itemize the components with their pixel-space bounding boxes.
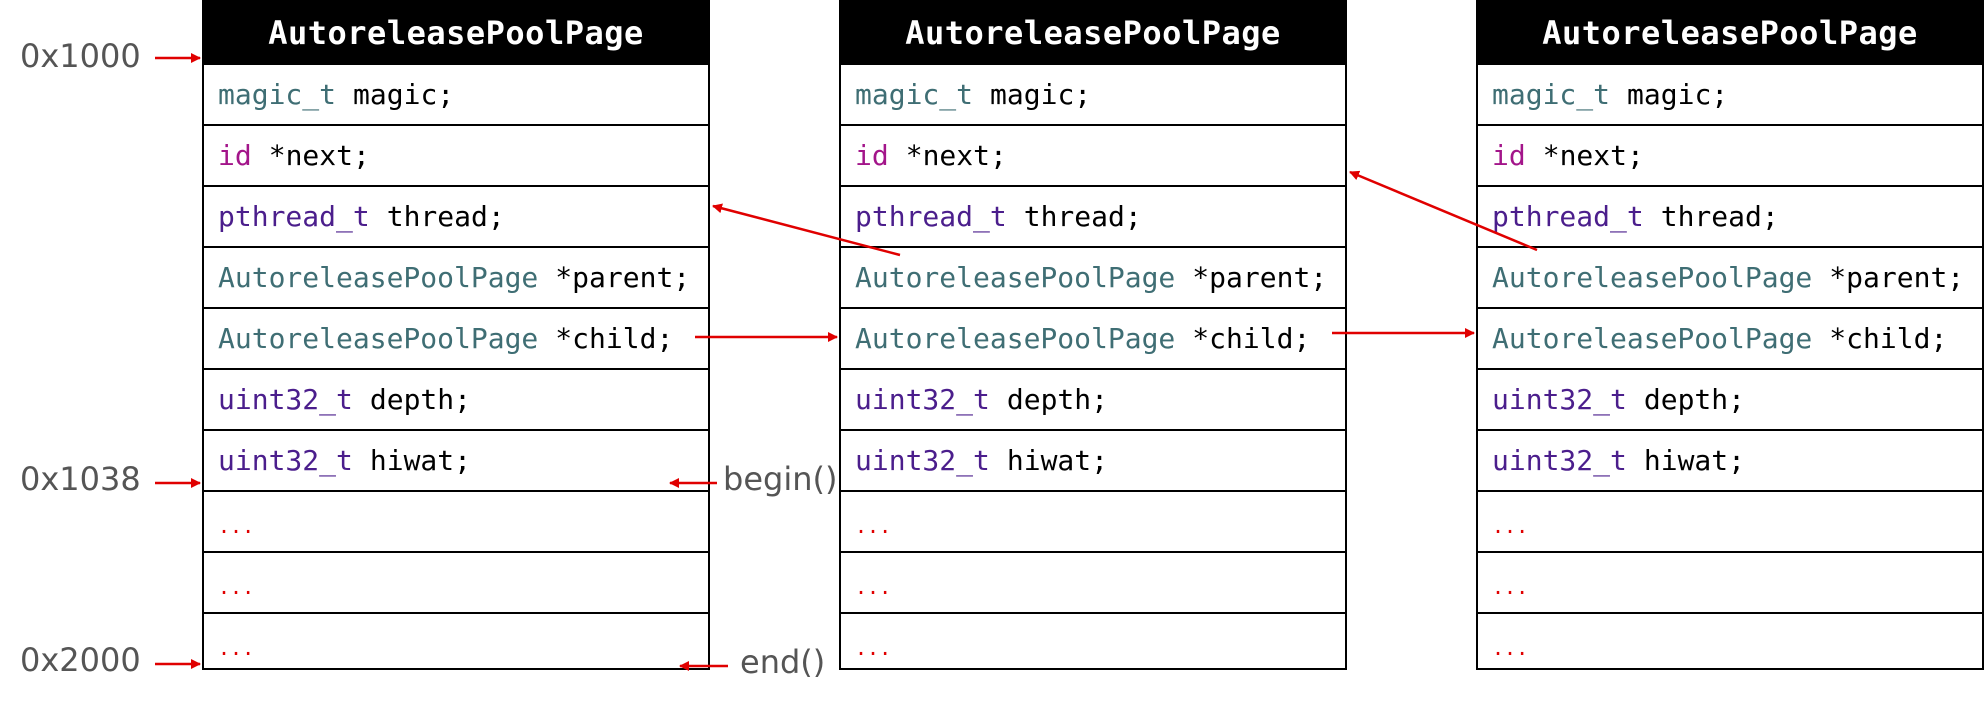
field-name: magic; [990, 78, 1092, 111]
object-slot: ... [204, 612, 708, 673]
object-slot: ... [841, 551, 1345, 612]
page-header: AutoreleasePoolPage [204, 2, 708, 63]
field-name: *parent; [1829, 261, 1965, 294]
field-depth: uint32_t depth; [204, 368, 708, 429]
field-type: AutoreleasePoolPage [218, 322, 539, 355]
page-header: AutoreleasePoolPage [1478, 2, 1982, 63]
address-label-end: 0x2000 [20, 641, 141, 679]
field-magic: magic_t magic; [1478, 63, 1982, 124]
object-slot: ... [841, 612, 1345, 673]
field-type: pthread_t [218, 200, 370, 233]
field-type: uint32_t [1492, 383, 1627, 416]
object-slot: ... [1478, 551, 1982, 612]
field-child: AutoreleasePoolPage *child; [1478, 307, 1982, 368]
field-name: hiwat; [1643, 444, 1746, 477]
begin-label: begin() [723, 460, 838, 498]
field-type: AutoreleasePoolPage [1492, 261, 1813, 294]
field-hiwat: uint32_t hiwat; [204, 429, 708, 490]
field-name: *next; [1542, 139, 1644, 172]
field-type: uint32_t [218, 383, 353, 416]
field-child: AutoreleasePoolPage *child; [204, 307, 708, 368]
slot-ellipsis: ... [1492, 635, 1529, 660]
object-slot: ... [1478, 490, 1982, 551]
field-type: magic_t [855, 78, 974, 111]
field-type: magic_t [218, 78, 337, 111]
field-type: AutoreleasePoolPage [218, 261, 539, 294]
field-depth: uint32_t depth; [841, 368, 1345, 429]
field-type: AutoreleasePoolPage [1492, 322, 1813, 355]
address-label-start: 0x1000 [20, 37, 141, 75]
field-type: uint32_t [855, 444, 990, 477]
field-type: pthread_t [855, 200, 1007, 233]
page-2: AutoreleasePoolPage magic_t magic; id *nex… [839, 0, 1347, 670]
field-name: thread; [1023, 200, 1142, 233]
field-name: *child; [1192, 322, 1311, 355]
field-type: uint32_t [855, 383, 990, 416]
page-header: AutoreleasePoolPage [841, 2, 1345, 63]
field-type: AutoreleasePoolPage [855, 322, 1176, 355]
field-name: *next; [905, 139, 1007, 172]
field-magic: magic_t magic; [841, 63, 1345, 124]
field-thread: pthread_t thread; [841, 185, 1345, 246]
field-type: id [855, 139, 889, 172]
field-name: hiwat; [369, 444, 472, 477]
field-name: thread; [386, 200, 505, 233]
field-next: id *next; [1478, 124, 1982, 185]
field-magic: magic_t magic; [204, 63, 708, 124]
field-child: AutoreleasePoolPage *child; [841, 307, 1345, 368]
field-name: *parent; [1192, 261, 1328, 294]
field-thread: pthread_t thread; [204, 185, 708, 246]
field-type: uint32_t [218, 444, 353, 477]
field-next: id *next; [841, 124, 1345, 185]
field-name: depth; [369, 383, 472, 416]
field-name: *child; [1829, 322, 1948, 355]
page-3: AutoreleasePoolPage magic_t magic; id *nex… [1476, 0, 1984, 670]
field-parent: AutoreleasePoolPage *parent; [841, 246, 1345, 307]
field-next: id *next; [204, 124, 708, 185]
slot-ellipsis: ... [855, 513, 892, 538]
field-name: depth; [1006, 383, 1109, 416]
field-name: magic; [353, 78, 455, 111]
field-parent: AutoreleasePoolPage *parent; [1478, 246, 1982, 307]
field-name: magic; [1627, 78, 1729, 111]
object-slot: ... [1478, 612, 1982, 673]
slot-ellipsis: ... [1492, 574, 1529, 599]
field-name: thread; [1660, 200, 1779, 233]
field-depth: uint32_t depth; [1478, 368, 1982, 429]
object-slot: ... [204, 490, 708, 551]
field-type: magic_t [1492, 78, 1611, 111]
field-type: id [1492, 139, 1526, 172]
field-parent: AutoreleasePoolPage *parent; [204, 246, 708, 307]
field-type: id [218, 139, 252, 172]
object-slot: ... [841, 490, 1345, 551]
slot-ellipsis: ... [218, 513, 255, 538]
field-name: *parent; [555, 261, 691, 294]
slot-ellipsis: ... [855, 635, 892, 660]
field-type: pthread_t [1492, 200, 1644, 233]
field-name: hiwat; [1006, 444, 1109, 477]
field-type: AutoreleasePoolPage [855, 261, 1176, 294]
address-label-begin: 0x1038 [20, 460, 141, 498]
field-thread: pthread_t thread; [1478, 185, 1982, 246]
object-slot: ... [204, 551, 708, 612]
field-name: depth; [1643, 383, 1746, 416]
end-label: end() [740, 643, 826, 681]
slot-ellipsis: ... [1492, 513, 1529, 538]
slot-ellipsis: ... [218, 574, 255, 599]
slot-ellipsis: ... [855, 574, 892, 599]
page-1: AutoreleasePoolPage magic_t magic; id *nex… [202, 0, 710, 670]
slot-ellipsis: ... [218, 635, 255, 660]
field-type: uint32_t [1492, 444, 1627, 477]
field-name: *child; [555, 322, 674, 355]
field-name: *next; [268, 139, 370, 172]
field-hiwat: uint32_t hiwat; [1478, 429, 1982, 490]
field-hiwat: uint32_t hiwat; [841, 429, 1345, 490]
